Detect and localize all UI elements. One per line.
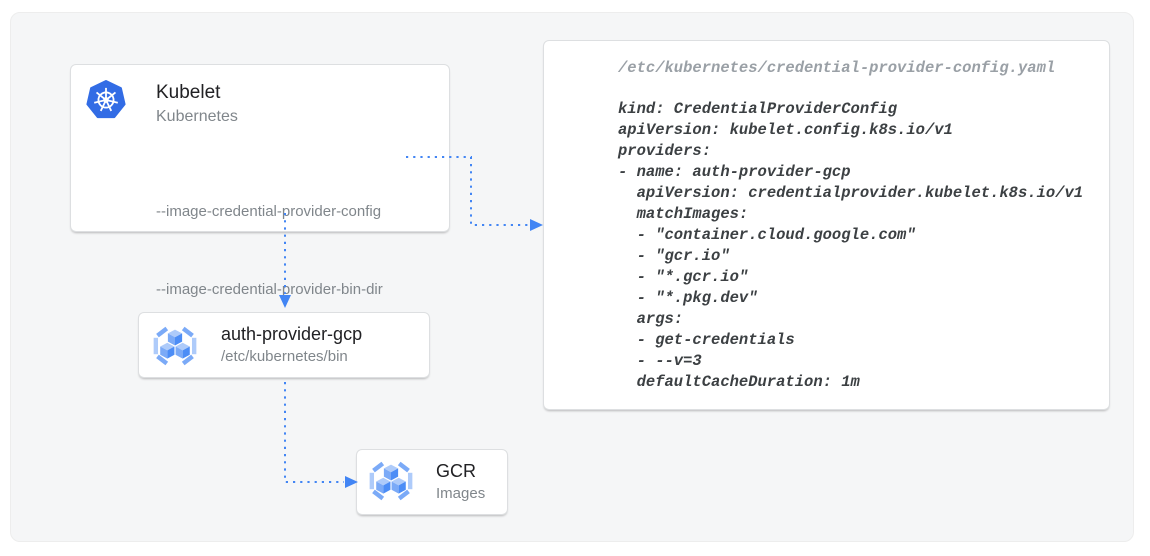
- yaml-line: - get-credentials: [618, 331, 795, 349]
- yaml-line: - --v=3: [618, 352, 702, 370]
- yaml-line: providers:: [618, 142, 712, 160]
- auth-provider-path: /etc/kubernetes/bin: [221, 348, 348, 365]
- gcr-card: GCR Images: [356, 449, 508, 515]
- auth-provider-card: auth-provider-gcp /etc/kubernetes/bin: [138, 312, 430, 378]
- config-file-path: /etc/kubernetes/credential-provider-conf…: [618, 59, 1056, 77]
- yaml-line: - "container.cloud.google.com": [618, 226, 916, 244]
- gcr-subtitle: Images: [436, 485, 486, 502]
- yaml-line: args:: [618, 310, 684, 328]
- kubelet-flag-config: --image-credential-provider-config: [156, 203, 382, 220]
- yaml-line: - "gcr.io": [618, 247, 730, 265]
- yaml-line: kind: CredentialProviderConfig: [618, 100, 898, 118]
- yaml-line: defaultCacheDuration: 1m: [618, 373, 860, 391]
- kubelet-subtitle: Kubernetes: [156, 108, 238, 125]
- kubernetes-icon: [86, 80, 126, 120]
- gcr-title: GCR: [436, 461, 476, 481]
- yaml-line: matchImages:: [618, 205, 749, 223]
- kubelet-title: Kubelet: [156, 82, 221, 103]
- container-registry-icon: [368, 460, 414, 502]
- yaml-line: apiVersion: kubelet.config.k8s.io/v1: [618, 121, 953, 139]
- yaml-line: - "*.pkg.dev": [618, 289, 758, 307]
- kubelet-flag-bin-dir: --image-credential-provider-bin-dir: [156, 281, 383, 298]
- yaml-line: apiVersion: credentialprovider.kubelet.k…: [618, 184, 1084, 202]
- container-registry-icon: [152, 325, 198, 367]
- kubelet-card: Kubelet Kubernetes --image-credential-pr…: [70, 64, 450, 298]
- yaml-line: - name: auth-provider-gcp: [618, 163, 851, 181]
- yaml-line: - "*.gcr.io": [618, 268, 749, 286]
- credential-provider-config-card: /etc/kubernetes/credential-provider-conf…: [543, 40, 1110, 410]
- auth-provider-title: auth-provider-gcp: [221, 324, 363, 344]
